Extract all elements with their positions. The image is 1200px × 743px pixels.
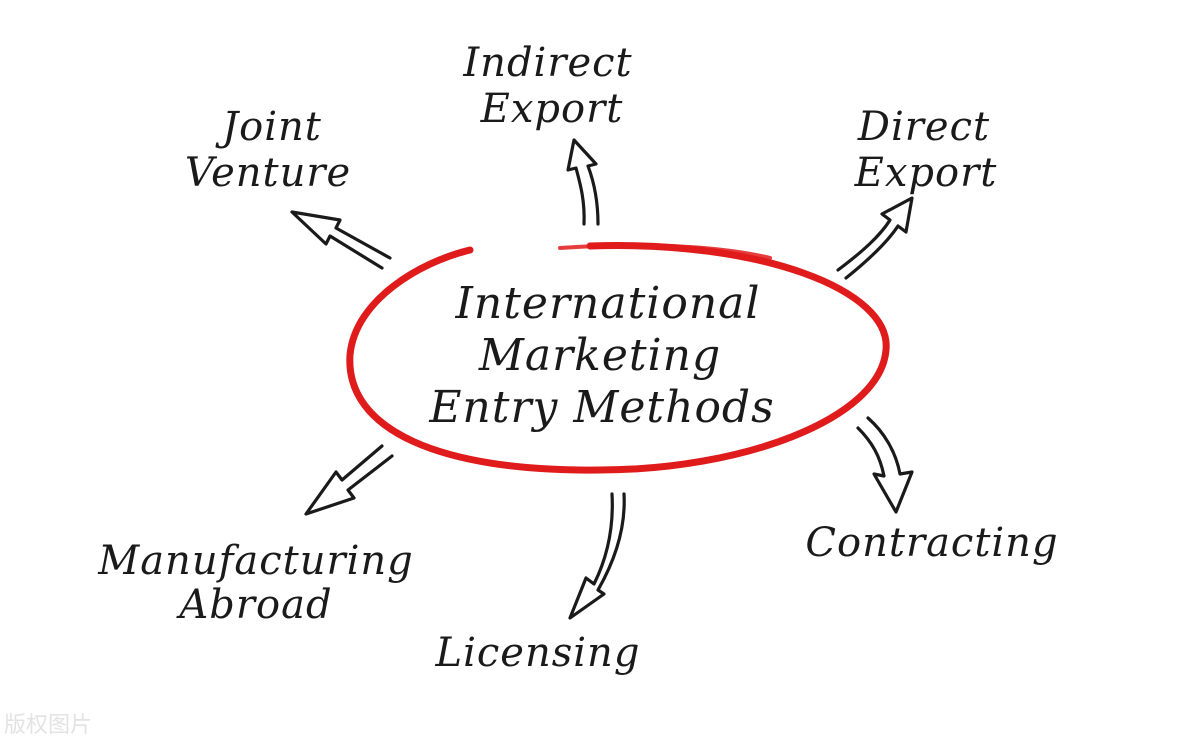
node-manufacturing-abroad-line-2: Abroad xyxy=(175,582,332,628)
center-title-line-1: International xyxy=(455,278,761,329)
node-licensing: Licensing xyxy=(435,630,641,676)
center-ring xyxy=(346,242,890,474)
center-title-line-2: Marketing xyxy=(478,330,721,381)
center-title: International Marketing Entry Methods xyxy=(428,278,774,433)
arrow-to-indirect-export xyxy=(566,138,600,226)
node-licensing-line-1: Licensing xyxy=(435,630,641,676)
node-direct-export: Direct Export xyxy=(854,104,998,196)
node-indirect-export: Indirect Export xyxy=(462,40,632,132)
node-direct-export-line-2: Export xyxy=(854,150,998,196)
arrows xyxy=(290,138,914,620)
node-indirect-export-line-1: Indirect xyxy=(462,40,632,86)
node-manufacturing-abroad: Manufacturing Abroad xyxy=(97,538,414,628)
center-title-line-3: Entry Methods xyxy=(428,382,774,433)
center-ring-stroke xyxy=(346,242,890,474)
arrow-to-joint-venture xyxy=(290,210,392,270)
node-contracting: Contracting xyxy=(805,520,1058,566)
node-manufacturing-abroad-line-1: Manufacturing xyxy=(97,538,414,584)
arrow-to-contracting xyxy=(856,416,914,514)
node-joint-venture-line-1: Joint xyxy=(215,104,322,150)
arrow-to-direct-export xyxy=(836,196,914,280)
node-joint-venture-line-2: Venture xyxy=(185,150,351,196)
arrow-to-licensing xyxy=(568,492,626,620)
watermark-text: 版权图片 xyxy=(4,713,92,738)
arrow-to-manufacturing-abroad xyxy=(304,444,394,516)
node-joint-venture: Joint Venture xyxy=(185,104,351,196)
node-direct-export-line-1: Direct xyxy=(857,104,990,150)
node-indirect-export-line-2: Export xyxy=(480,86,624,132)
center-ring-overlap xyxy=(558,243,772,260)
node-contracting-line-1: Contracting xyxy=(805,520,1058,566)
